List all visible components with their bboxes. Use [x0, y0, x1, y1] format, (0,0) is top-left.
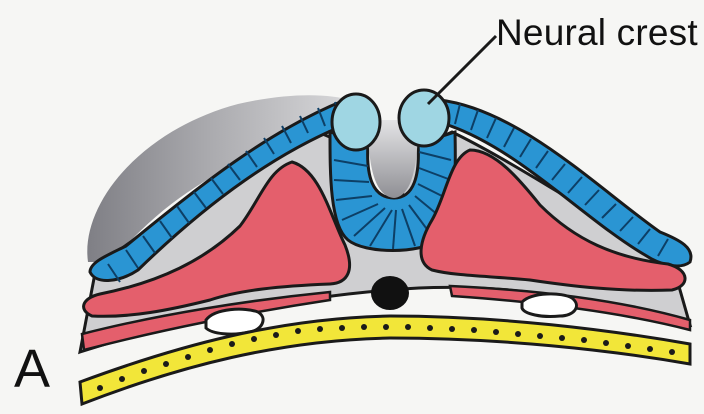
neural-crest-label: Neural crest	[496, 12, 698, 54]
neural-crest-right	[399, 90, 449, 146]
notochord-icon	[371, 276, 409, 310]
dorsal-aorta-icon	[522, 294, 576, 317]
neural-crest-left	[332, 94, 380, 150]
neural-crest-callout-line	[428, 36, 496, 104]
panel-label: A	[14, 338, 50, 400]
